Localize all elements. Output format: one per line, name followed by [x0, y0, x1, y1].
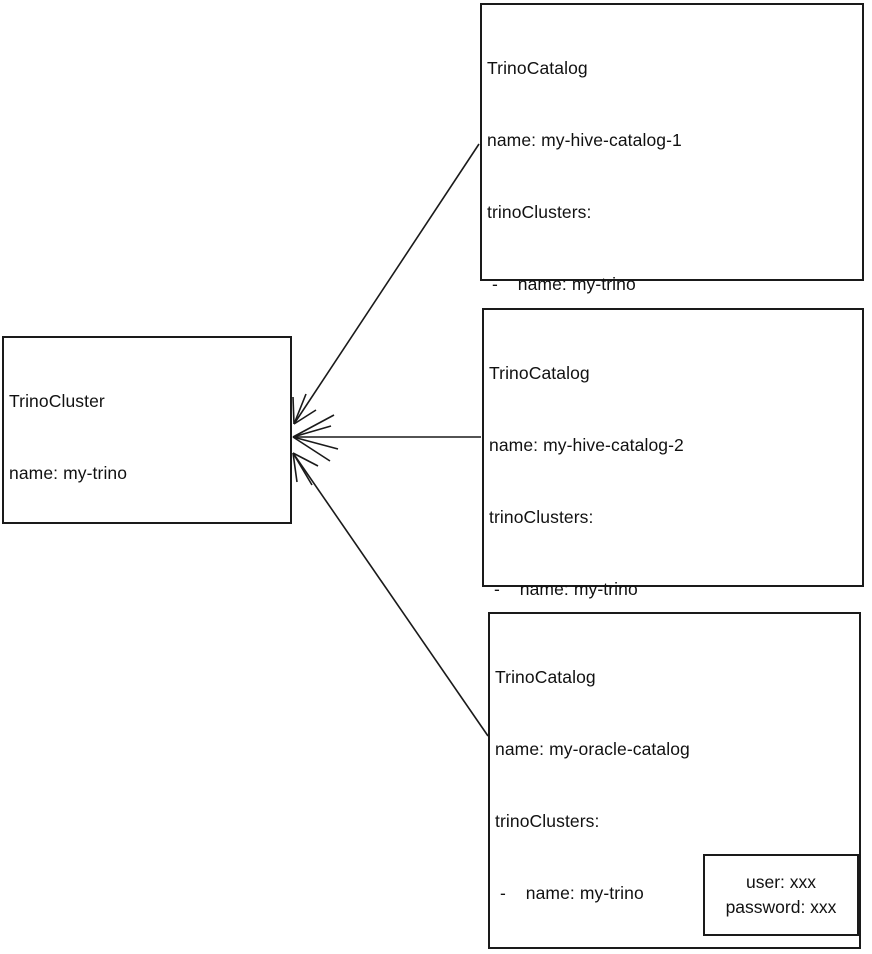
trino-cluster-box[interactable]: TrinoCluster name: my-trino [2, 336, 292, 524]
catalog-3-yaml: TrinoCatalog name: my-oracle-catalog tri… [495, 617, 800, 954]
trino-catalog-box-my-hive-catalog-2[interactable]: TrinoCatalog name: my-hive-catalog-2 tri… [482, 308, 864, 887]
catalog-1-line-1: name: my-hive-catalog-1 [487, 130, 682, 150]
catalog-2-line-1: name: my-hive-catalog-2 [489, 435, 684, 455]
catalog-3-line-0: TrinoCatalog [495, 667, 596, 687]
catalog-2-line-0: TrinoCatalog [489, 363, 590, 383]
cluster-line-1: name: my-trino [9, 463, 128, 483]
trino-catalog-box-my-oracle-catalog[interactable]: TrinoCatalog name: my-oracle-catalog tri… [488, 612, 861, 949]
catalog-1-line-3: - name: my-trino [487, 274, 636, 294]
catalog-1-line-2: trinoClusters: [487, 202, 592, 222]
edge-hive-catalog-1-to-cluster [292, 143, 480, 425]
catalog-1-line-0: TrinoCatalog [487, 58, 588, 78]
catalog-3-line-1: name: my-oracle-catalog [495, 739, 690, 759]
catalog-2-line-2: trinoClusters: [489, 507, 594, 527]
credentials-line-password: password: xxx [725, 897, 837, 917]
catalog-3-line-3: - name: my-trino [495, 883, 644, 903]
catalog-2-line-3: - name: my-trino [489, 579, 638, 599]
trino-cluster-yaml: TrinoCluster name: my-trino [9, 341, 127, 533]
trino-catalog-box-my-hive-catalog-1[interactable]: TrinoCatalog name: my-hive-catalog-1 tri… [480, 3, 864, 654]
credentials-line-user: user: xxx [745, 872, 817, 892]
edge-hive-catalog-2-to-cluster [292, 414, 481, 462]
catalog-3-line-2: trinoClusters: [495, 811, 600, 831]
cluster-line-0: TrinoCluster [9, 391, 105, 411]
credentials-secret-box[interactable]: user: xxx password: xxx [703, 854, 859, 936]
edge-oracle-catalog-to-cluster [292, 452, 489, 737]
